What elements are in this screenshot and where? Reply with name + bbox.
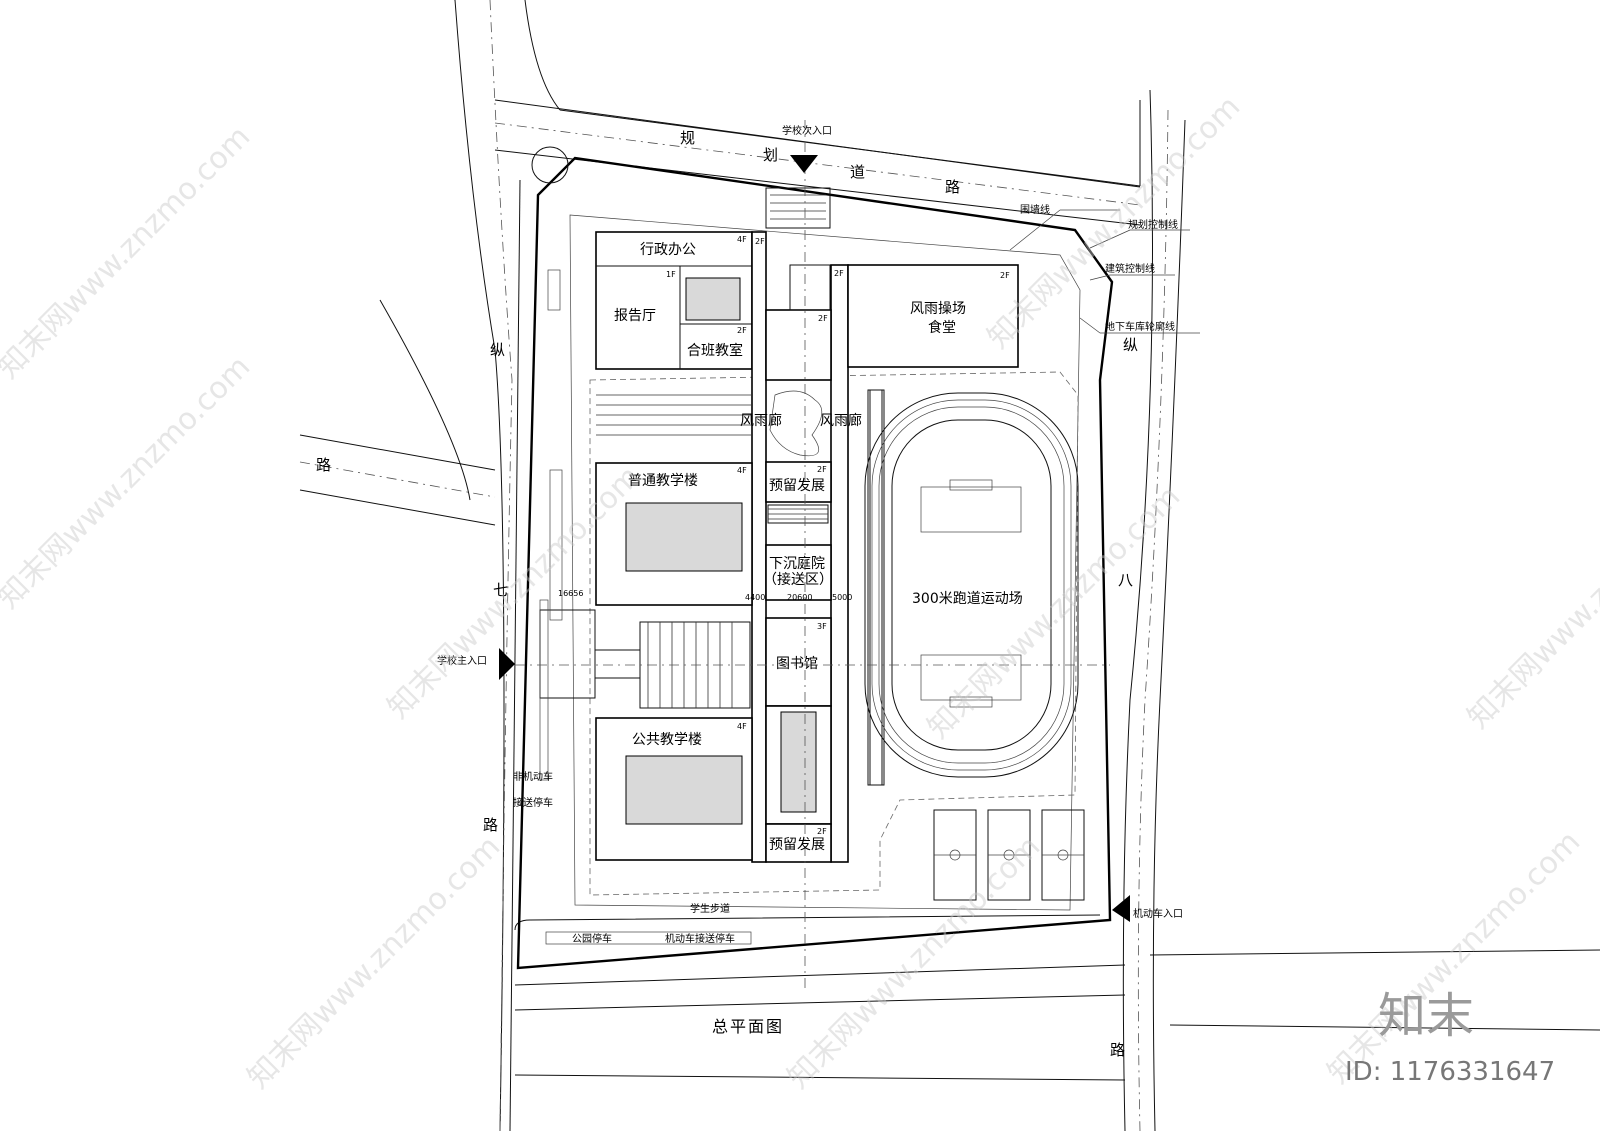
landscape-pond (769, 390, 823, 457)
north-road-char-3: 道 (850, 163, 865, 181)
gym-floors: 2F (1000, 271, 1010, 280)
building-line-label: 建筑控制线 (1105, 262, 1155, 275)
track-label: 300米跑道运动场 (912, 591, 1023, 607)
public-parking-label: 公园停车 (572, 932, 612, 945)
motor-dropoff-label: 机动车接送停车 (665, 932, 735, 945)
west-road-char-1: 纵 (490, 341, 505, 359)
student-walk-label: 学生步道 (690, 902, 730, 915)
secondary-entrance-label: 学校次入口 (782, 124, 832, 137)
basketball-courts (933, 809, 1085, 901)
north-road-char-1: 规 (680, 129, 695, 147)
labels: 规 划 道 路 纵 七 路 路 纵 八 路 学校次入口 学校主入口 机动车入口 … (316, 124, 1183, 1059)
vehicle-entrance-label: 机动车入口 (1133, 907, 1183, 920)
watermark-4: 知末网www.znzmo.com (921, 479, 1187, 745)
reserve-top-label: 预留发展 (769, 478, 825, 494)
planning-line-label: 规划控制线 (1128, 218, 1178, 231)
terrace-stripes (596, 394, 752, 436)
leader-lines (1009, 209, 1200, 334)
sunken-court-sub-label: （接送区） (763, 571, 833, 588)
sports-facilities (864, 389, 1085, 901)
road-network (299, 0, 1600, 1131)
watermark-6: 知末网www.znzmo.com (241, 829, 507, 1095)
watermark-9: 知末网www.znzmo.com (1461, 469, 1600, 735)
main-entrance-label: 学校主入口 (437, 654, 487, 667)
combined-class-floors: 2F (737, 326, 747, 335)
garage-line-label: 地下车库轮廓线 (1105, 320, 1175, 333)
east-road-char-1: 纵 (1123, 336, 1138, 354)
secondary-entrance-marker (790, 155, 818, 173)
wall-line-label: 围墙线 (1020, 203, 1050, 216)
public-teaching-floors: 4F (737, 722, 747, 731)
reserve-bottom-label: 预留发展 (769, 837, 825, 853)
sunken-court-label: 下沉庭院 (769, 555, 825, 572)
dimension-4: 5000 (832, 593, 852, 602)
combined-class-label: 合班教室 (687, 342, 743, 359)
admin-floors: 4F (737, 235, 747, 244)
main-entrance-marker (499, 648, 515, 680)
drawing-title: 总平面图 (712, 1017, 784, 1036)
dimension-3: 20600 (787, 593, 812, 602)
spine-floors-1: 2F (755, 237, 765, 246)
gym-label: 风雨操场 (910, 301, 966, 317)
library-floors: 3F (817, 622, 827, 631)
north-road-char-2: 划 (763, 146, 778, 164)
library-label: 图书馆 (776, 656, 818, 672)
dimension-1: 16656 (558, 589, 583, 598)
watermark-8: 知末网www.znzmo.com (1321, 824, 1587, 1090)
sunken-court-steps (767, 504, 829, 524)
nonmotor-parking-label-2: 接送停车 (513, 796, 553, 809)
public-teaching-label: 公共教学楼 (632, 732, 702, 748)
watermark-2: 知末网www.znzmo.com (0, 349, 257, 615)
auditorium-label: 报告厅 (614, 308, 656, 324)
dimension-2: 4400 (745, 593, 765, 602)
spine-floors-2: 2F (834, 269, 844, 278)
brand-mark: 知末 (1378, 988, 1474, 1044)
auditorium-floors: 1F (666, 270, 676, 279)
vehicle-entrance-marker (1112, 895, 1130, 922)
corridor-right-label: 风雨廊 (820, 412, 862, 429)
reserve-bottom-floors: 2F (817, 827, 827, 836)
east-road-char-3: 路 (1110, 1041, 1125, 1059)
watermark-1: 知末网www.znzmo.com (0, 119, 257, 385)
spine-floors-3: 2F (818, 314, 828, 323)
buildings (539, 187, 1019, 863)
axis-lines (515, 120, 1110, 990)
reserve-top-floors: 2F (817, 465, 827, 474)
admin-label: 行政办公 (640, 242, 696, 258)
west-road-char-3: 路 (483, 816, 498, 834)
parking-stripes (539, 599, 752, 945)
canteen-label: 食堂 (928, 319, 956, 336)
upper-road-char: 路 (316, 456, 331, 474)
nonmotor-parking-label-1: 非机动车 (513, 770, 553, 783)
general-teaching-label: 普通教学楼 (628, 473, 698, 489)
general-teaching-floors: 4F (737, 466, 747, 475)
north-road-char-4: 路 (945, 178, 960, 196)
entrance-steps-north (765, 187, 831, 311)
drawing-id: ID: 1176331647 (1345, 1057, 1555, 1087)
site-boundary (516, 146, 1114, 970)
west-road-char-2: 七 (493, 581, 508, 599)
corridor-left-label: 风雨廊 (740, 412, 782, 429)
watermark-7: 知末网www.znzmo.com (781, 829, 1047, 1095)
east-road-char-2: 八 (1118, 571, 1133, 589)
